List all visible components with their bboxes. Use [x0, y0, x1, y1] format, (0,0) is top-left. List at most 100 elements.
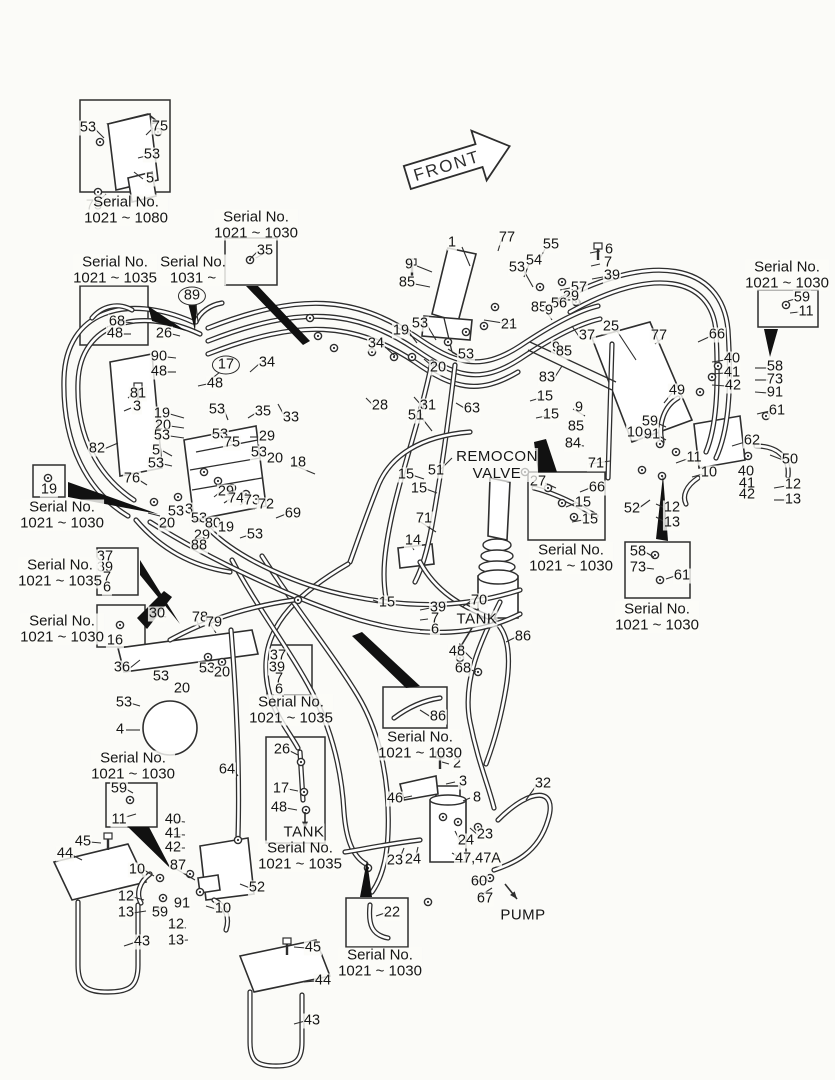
part-callout-73: 73	[242, 492, 262, 509]
part-callout-8: 8	[471, 789, 483, 806]
pointer-wedge	[360, 860, 372, 897]
callout-leader	[414, 283, 431, 288]
part-callout-19: 19	[39, 481, 59, 498]
fitting-dot	[572, 515, 576, 519]
serial-range-label: Serial No.1031 ~	[160, 254, 226, 286]
component-shape	[482, 538, 512, 552]
part-callout-24: 24	[456, 832, 476, 849]
fitting-dot	[658, 442, 662, 446]
part-callout-53: 53	[151, 668, 171, 685]
part-callout-74: 74	[226, 490, 246, 507]
fitting-dot	[332, 346, 336, 350]
fitting-dot	[176, 495, 180, 499]
hose-core	[606, 342, 614, 480]
serial-range-label: Serial No.1021 ~ 1030	[91, 750, 175, 782]
part-callout-20: 20	[265, 450, 285, 467]
callout-leader	[711, 359, 726, 363]
callout-leader	[103, 442, 119, 450]
fitting-dot	[493, 305, 497, 309]
fitting-dot	[161, 896, 165, 900]
part-callout-59: 59	[109, 780, 129, 797]
serial-label-line1: Serial No.	[82, 253, 148, 271]
part-callout-16: 16	[105, 632, 125, 649]
serial-label-line1: Serial No.	[223, 208, 289, 226]
part-callout-12: 12	[783, 476, 803, 493]
fitting-dot	[198, 890, 202, 894]
hose-core	[466, 600, 502, 810]
callout-leader	[675, 458, 688, 464]
part-callout-18: 18	[288, 454, 308, 471]
part-callout-81: 81	[128, 385, 148, 402]
part-callout-37: 37	[577, 327, 597, 344]
fitting-dot	[316, 334, 320, 338]
part-callout-12: 12	[166, 916, 186, 933]
part-callout-10: 10	[699, 464, 719, 481]
serial-label-line2: 1021 ~ 1030	[214, 224, 298, 241]
part-callout-13: 13	[166, 932, 186, 949]
fitting-dot	[299, 760, 303, 764]
part-callout-10: 10	[213, 900, 233, 917]
serial-range-label: Serial No.1021 ~ 1030	[214, 208, 298, 241]
fitting-dot	[158, 876, 162, 880]
serial-range-label: Serial No.1021 ~ 1035	[73, 253, 157, 286]
callout-leader	[711, 384, 727, 387]
part-callout-53: 53	[142, 146, 162, 163]
part-callout-12: 12	[662, 499, 682, 516]
hose-core	[558, 269, 731, 460]
part-callout-53: 53	[207, 401, 227, 418]
part-callout-53: 53	[114, 694, 134, 711]
callout-leader	[129, 659, 141, 669]
fitting-dot	[206, 655, 210, 659]
callout-leader	[559, 287, 571, 291]
front-arrow-shape	[402, 129, 512, 191]
fitting-dot	[698, 390, 702, 394]
serial-label-line2: 1021 ~ 1030	[378, 744, 462, 761]
part-callout-82: 82	[87, 440, 107, 457]
part-callout-55: 55	[541, 236, 561, 253]
part-callout-49: 49	[667, 382, 687, 399]
pointer-wedge	[148, 306, 186, 331]
serial-label-line1: Serial No.	[93, 193, 159, 211]
callout-leader	[169, 435, 185, 439]
fitting-dot	[660, 474, 664, 478]
serial-label-line1: Serial No.	[267, 839, 333, 857]
fitting-dot	[410, 355, 414, 359]
callout-leader	[462, 797, 471, 802]
part-callout-85: 85	[529, 299, 549, 316]
part-callout-79: 79	[204, 614, 224, 631]
part-callout-6: 6	[273, 681, 285, 698]
callout-leader	[419, 607, 431, 611]
callout-leader	[461, 246, 471, 267]
component-shape	[429, 794, 467, 806]
part-callout-41: 41	[163, 825, 183, 842]
callout-leader	[249, 363, 260, 373]
part-callout-23: 23	[385, 852, 405, 869]
part-callout-67: 67	[475, 890, 495, 907]
part-callout-15: 15	[396, 466, 416, 483]
part-callout-63: 63	[462, 400, 482, 417]
callout-leader	[132, 910, 147, 914]
part-callout-85: 85	[397, 274, 417, 291]
part-callout-56: 56	[549, 295, 569, 312]
fitting-dot	[640, 468, 644, 472]
part-callout-3: 3	[183, 501, 195, 518]
part-callout-53: 53	[146, 455, 166, 472]
fitting-dot	[118, 623, 122, 627]
part-callout-13: 13	[783, 491, 803, 508]
part-callout-51: 51	[426, 462, 446, 479]
part-callout-58: 58	[628, 543, 648, 560]
part-callout-90: 90	[149, 348, 169, 365]
part-callout-19: 19	[216, 519, 236, 536]
serial-label-line1: Serial No.	[754, 258, 820, 276]
part-callout-52: 52	[622, 500, 642, 517]
part-callout-11: 11	[110, 811, 128, 828]
serial-range-label: Serial No.1021 ~ 1030	[20, 613, 104, 645]
serial-label-line2: 1031 ~	[169, 269, 217, 286]
callout-leader	[169, 413, 185, 419]
part-callout-39: 39	[602, 267, 622, 284]
part-callout-32: 32	[533, 775, 553, 792]
part-callout-40: 40	[736, 463, 756, 480]
part-callout-83: 83	[537, 369, 557, 386]
